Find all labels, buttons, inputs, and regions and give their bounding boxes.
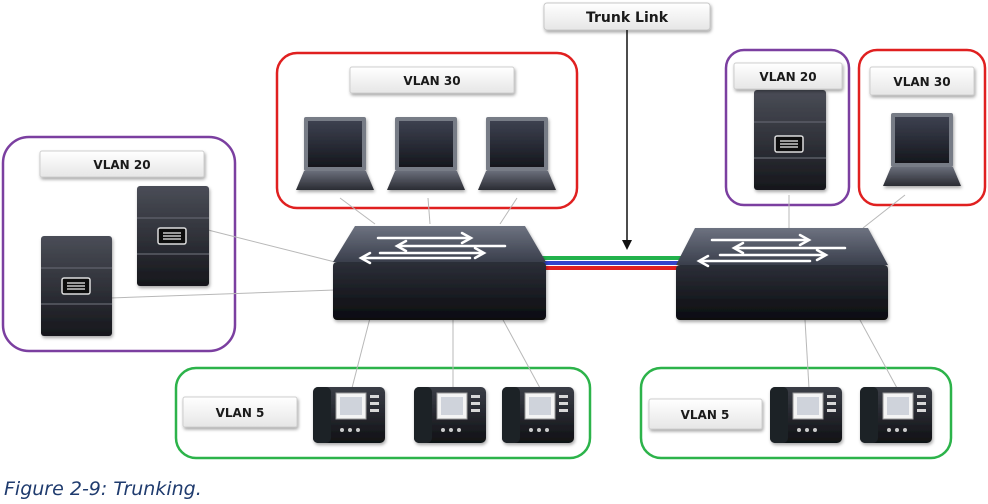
vlan-label-boxes xyxy=(39,62,975,430)
device-links xyxy=(109,194,906,389)
server-right xyxy=(754,90,826,190)
laptop-left-2 xyxy=(387,117,465,190)
ip-phone-right-2 xyxy=(860,387,932,443)
laptop-left-1 xyxy=(296,117,374,190)
ip-phone-right-1 xyxy=(770,387,842,443)
laptop-right xyxy=(883,113,961,186)
vlan20-right-group-border xyxy=(724,48,851,207)
vlan30-right-group-border xyxy=(857,48,987,207)
vlan20-left-label: VLAN 20 xyxy=(93,158,150,172)
vlan30-left-group-border xyxy=(275,51,579,210)
vlan20-left-group-border xyxy=(1,135,237,353)
vlan5-left-label: VLAN 5 xyxy=(216,406,265,420)
vlan20-right-label: VLAN 20 xyxy=(759,70,816,84)
server-left-back xyxy=(137,186,209,286)
switch-left xyxy=(333,226,546,320)
vlan30-right-label: VLAN 30 xyxy=(893,75,950,89)
laptop-left-3 xyxy=(478,117,556,190)
switch-right xyxy=(676,228,888,320)
vlan5-right-label: VLAN 5 xyxy=(681,408,730,422)
vlan30-left-label: VLAN 30 xyxy=(403,74,460,88)
trunk-link-lines xyxy=(538,256,684,270)
ip-phone-left-1 xyxy=(313,387,385,443)
ip-phone-left-2 xyxy=(414,387,486,443)
figure-caption: Figure 2-9: Trunking. xyxy=(4,478,202,500)
vlan5-left-group-border xyxy=(174,366,592,460)
server-left-front xyxy=(41,236,112,336)
trunk-link-label: Trunk Link xyxy=(586,10,669,26)
ip-phone-left-3 xyxy=(502,387,574,443)
trunk-pointer-arrowhead xyxy=(622,240,632,250)
vlan5-right-group-border xyxy=(639,366,953,460)
